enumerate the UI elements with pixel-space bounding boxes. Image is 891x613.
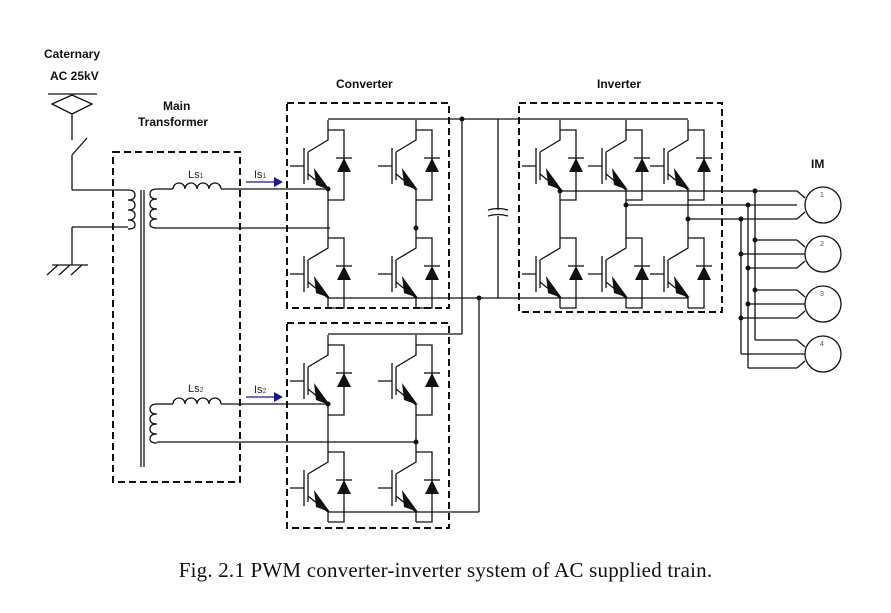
motor-2: 2 [804,235,842,273]
igbt-icon [289,227,353,309]
inverter-title: Inverter [597,77,641,91]
igbt-icon [587,119,651,201]
motor-4: 4 [804,335,842,373]
motor-3: 3 [804,285,842,323]
ls1-label: Ls1 [188,169,204,181]
igbt-icon [377,441,441,523]
igbt-icon [377,227,441,309]
catenary-label: Caternary [44,47,100,61]
igbt-icon [587,227,651,309]
igbt-icon [377,119,441,201]
current-arrow-is1: Is1 [246,169,283,187]
switch-icon [71,137,88,156]
transformer-title: Main [163,99,190,113]
svg-text:4: 4 [820,341,824,348]
igbt-icon [289,334,353,416]
im-title: IM [811,157,824,171]
igbt-icon [377,334,441,416]
transformer-title-2: Transformer [138,115,208,129]
igbt-icon [521,227,585,309]
svg-text:2: 2 [820,241,824,248]
ls2-label: Ls2 [188,383,204,395]
igbt-icon [521,119,585,201]
igbt-icon [649,227,713,309]
motor-1: 1 [804,186,842,224]
converter-title: Converter [336,77,393,91]
figure-caption: Fig. 2.1 PWM converter-inverter system o… [178,558,713,582]
motor-bus [738,188,806,369]
svg-text:3: 3 [820,291,824,298]
svg-text:Is1: Is1 [254,169,267,181]
inductor-ls2 [172,397,222,405]
capacitor-icon [487,119,509,298]
igbt-icon [289,441,353,523]
svg-text:Is2: Is2 [254,384,267,396]
igbt-icon [649,119,713,201]
current-arrow-is2: Is2 [246,384,283,402]
pantograph-icon [50,94,94,115]
induction-motors: IM 1 2 3 4 [804,157,842,373]
catenary-source: Caternary AC 25kV [44,47,128,276]
converter-2 [286,322,479,529]
inductor-ls1 [172,182,222,190]
ground-icon [46,264,88,276]
dc-link [459,116,560,512]
converter-1: Converter [286,77,479,309]
main-transformer: Main Transformer Ls1 Ls2 [112,99,416,483]
svg-text:1: 1 [820,192,824,199]
voltage-label: AC 25kV [50,69,99,83]
igbt-icon [289,119,353,201]
